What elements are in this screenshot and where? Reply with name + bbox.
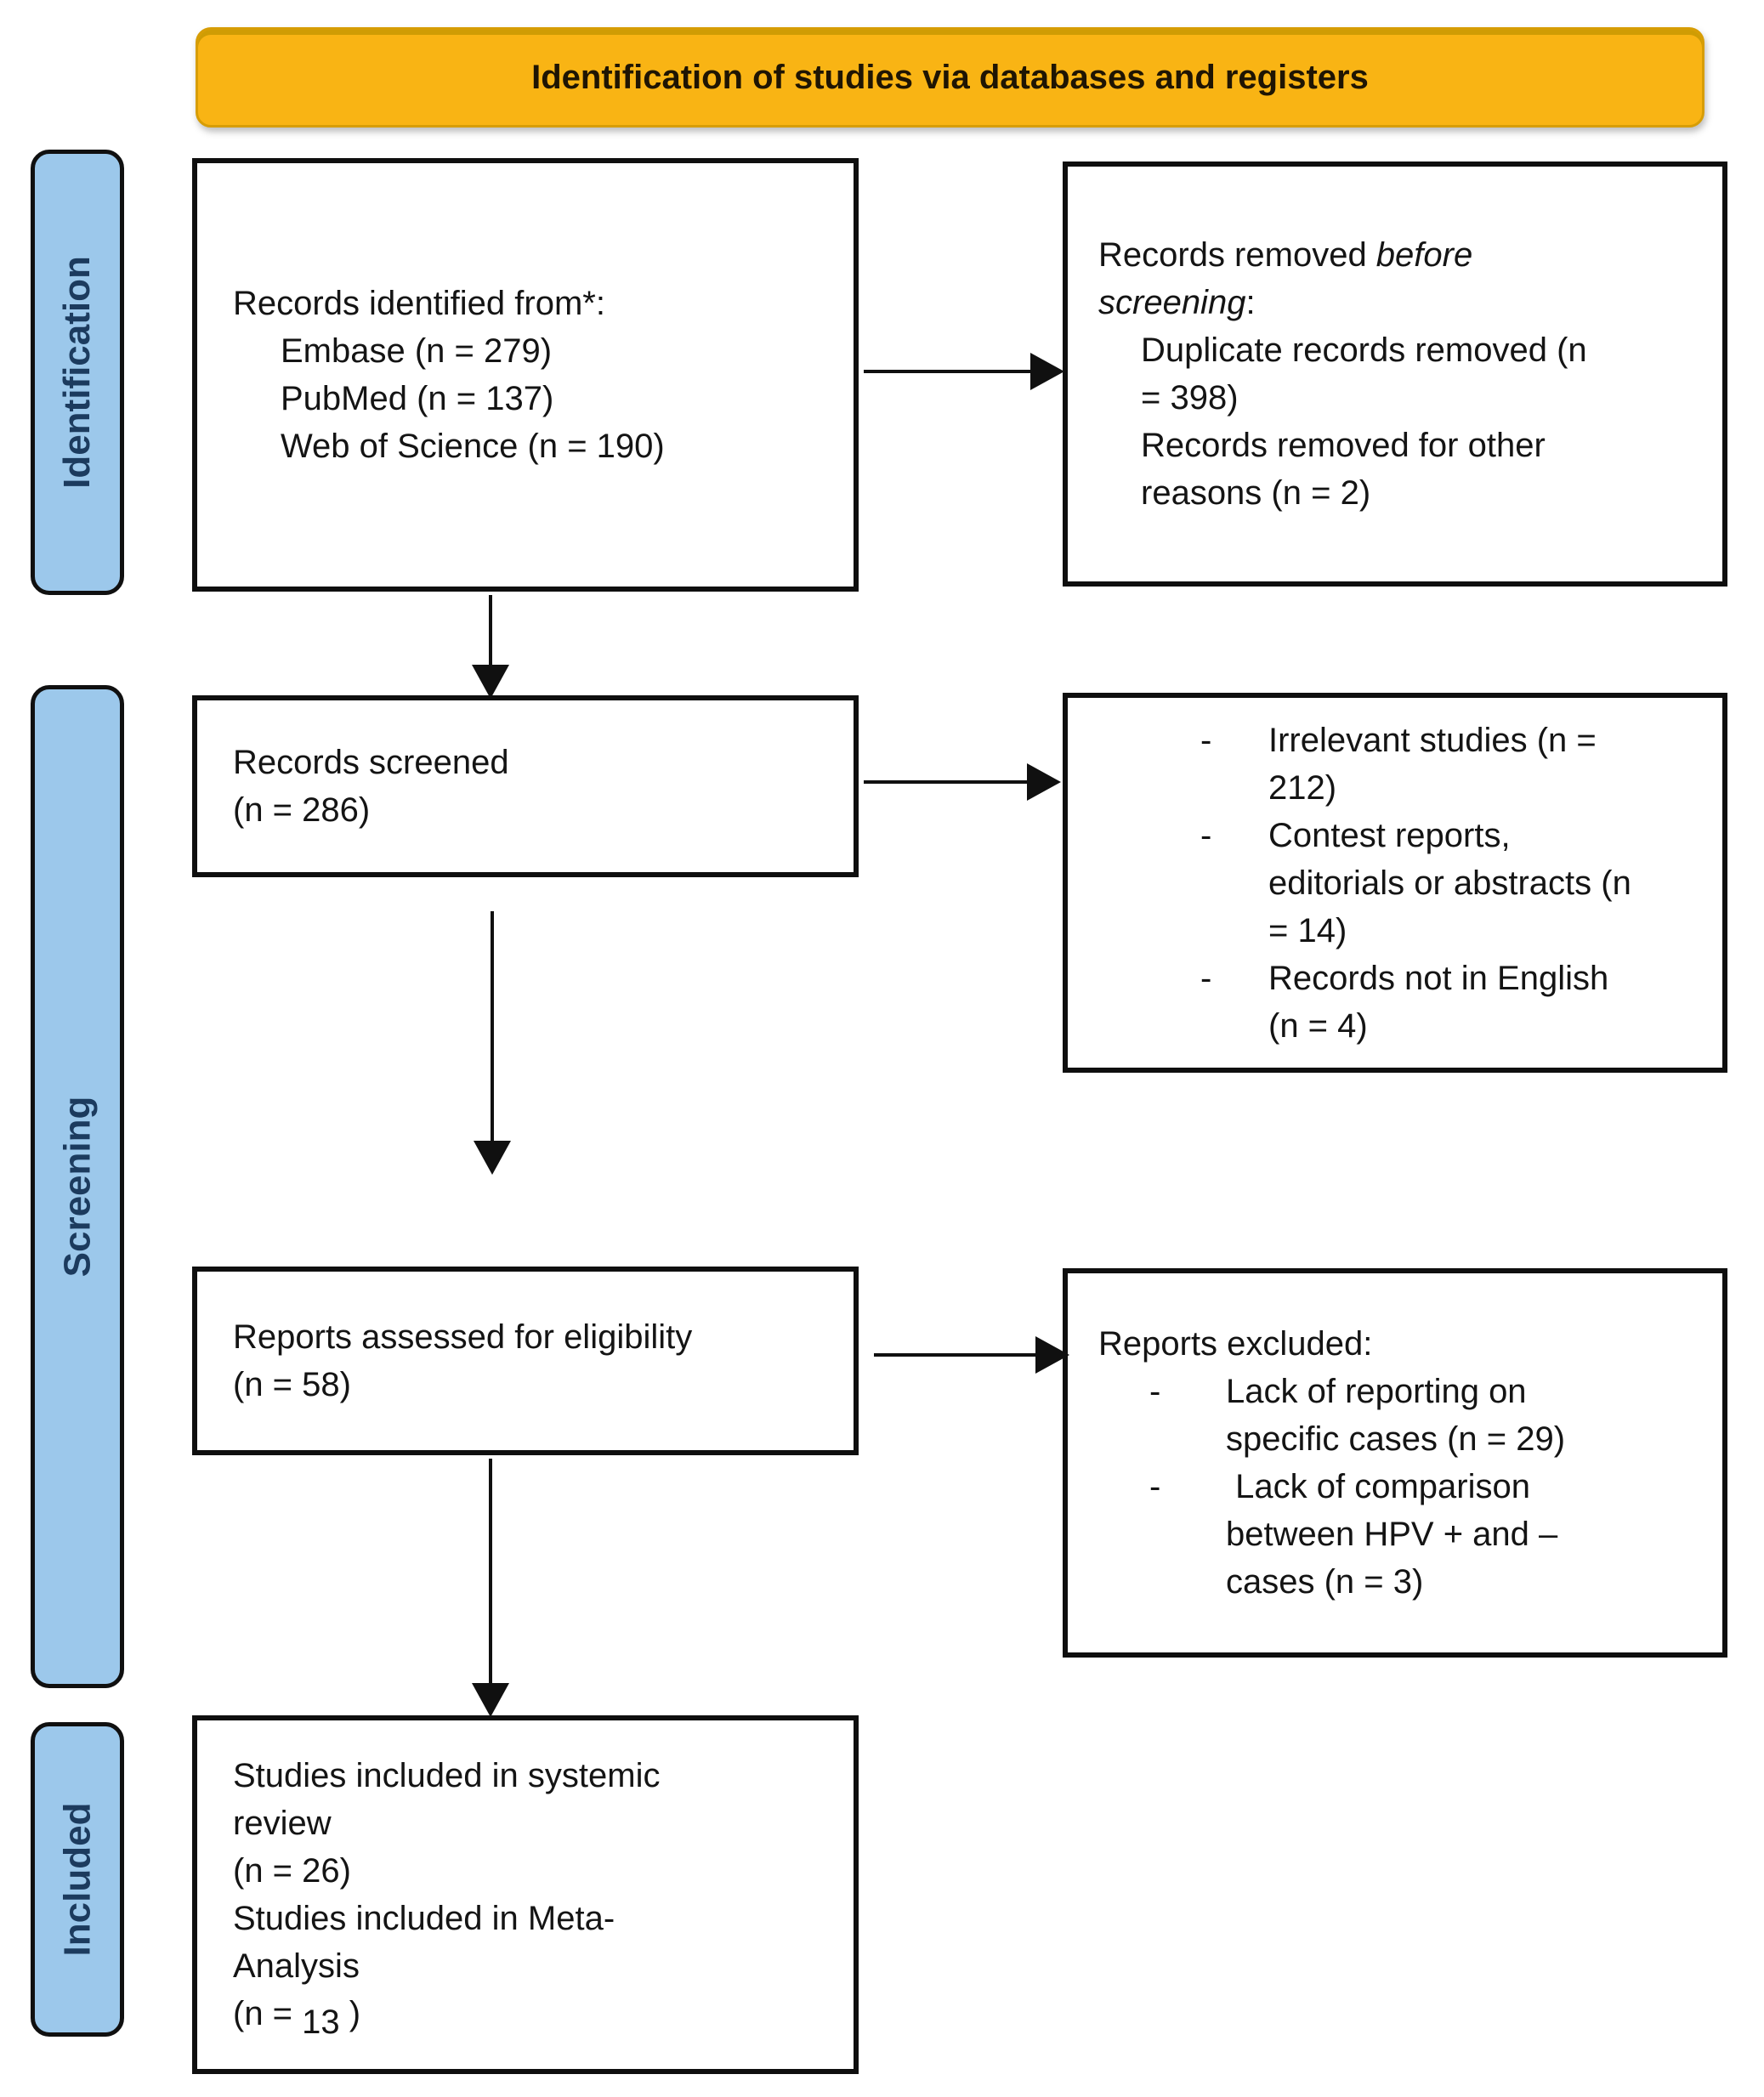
box-studies-included: Studies included in systemic review (n =… (192, 1715, 859, 2074)
records-screened-count: (n = 286) (233, 791, 371, 829)
bullet-dash: - (1149, 1468, 1161, 1505)
list-item: - Contest reports, editorials or abstrac… (1200, 812, 1709, 955)
box-reports-assessed: Reports assessed for eligibility (n = 58… (192, 1267, 859, 1455)
reports-excluded-title: Reports excluded: (1098, 1325, 1373, 1363)
screening-exclusions-list: - Irrelevant studies (n = 212) - Contest… (1200, 717, 1709, 1050)
arrow-identified-to-removed-line (864, 370, 1034, 373)
banner-title: Identification of studies via databases … (531, 59, 1369, 96)
box-records-identified: Records identified from*: Embase (n = 27… (192, 158, 859, 592)
records-screened-line1: Records screened (233, 744, 509, 781)
stage-label-identification: Identification (31, 150, 124, 595)
studies-included-meta-count: (n = 13 ) (233, 1990, 837, 2041)
records-identified-title: Records identified from*: (233, 285, 605, 322)
exclusion-contest-reports: Contest reports, editorials or abstracts… (1268, 816, 1641, 949)
stage-label-included: Included (31, 1722, 124, 2037)
studies-included-line2: review (233, 1805, 332, 1842)
arrow-assessed-to-included-head (472, 1683, 509, 1717)
bullet-dash: - (1200, 816, 1212, 854)
studies-included-line4: Studies included in Meta- (233, 1900, 615, 1937)
excluded-lack-of-comparison: Lack of comparison between HPV + and – c… (1226, 1468, 1568, 1601)
list-item: - Records not in English (n = 4) (1200, 955, 1709, 1050)
records-removed-title-prefix: Records removed (1098, 236, 1376, 274)
list-item: - Irrelevant studies (n = 212) (1200, 717, 1709, 812)
bullet-dash: - (1200, 721, 1212, 759)
list-item: - Lack of reporting on specific cases (n… (1149, 1368, 1709, 1463)
records-removed-title-italic: before screening (1098, 236, 1473, 321)
arrow-screened-to-excluded-head (1027, 763, 1061, 801)
stage-label-screening-text: Screening (56, 1096, 98, 1278)
studies-included-line1: Studies included in systemic (233, 1757, 661, 1794)
records-removed-item-duplicates: Duplicate records removed (n = 398) (1141, 332, 1587, 417)
stage-label-screening: Screening (31, 685, 124, 1688)
studies-included-review-count: (n = 26) (233, 1852, 351, 1890)
arrow-identified-to-screened-line (489, 595, 492, 666)
arrow-assessed-to-excluded-head (1035, 1336, 1069, 1374)
records-identified-item-embase: Embase (n = 279) (281, 332, 553, 370)
meta-count-value: 13 (302, 2003, 340, 2041)
bullet-dash: - (1149, 1373, 1161, 1410)
records-removed-title-suffix: : (1245, 284, 1256, 321)
excluded-lack-of-reporting: Lack of reporting on specific cases (n =… (1226, 1373, 1566, 1458)
arrow-screened-to-assessed-head (474, 1141, 511, 1175)
reports-excluded-list: - Lack of reporting on specific cases (n… (1149, 1368, 1709, 1606)
arrow-identified-to-removed-head (1030, 353, 1064, 390)
box-screening-exclusions: - Irrelevant studies (n = 212) - Contest… (1063, 693, 1727, 1073)
records-identified-item-pubmed: PubMed (n = 137) (281, 380, 554, 417)
studies-included-line5: Analysis (233, 1947, 360, 1985)
meta-count-prefix: (n = (233, 1995, 303, 2032)
list-item: - Lack of comparison between HPV + and –… (1149, 1463, 1709, 1606)
stage-label-included-text: Included (56, 1802, 98, 1957)
reports-assessed-count: (n = 58) (233, 1366, 351, 1403)
stage-label-identification-text: Identification (56, 256, 98, 489)
exclusion-irrelevant-studies: Irrelevant studies (n = 212) (1268, 721, 1606, 807)
records-removed-item-other-reasons: Records removed for other reasons (n = 2… (1141, 427, 1546, 512)
box-reports-excluded: Reports excluded: - Lack of reporting on… (1063, 1268, 1727, 1658)
records-identified-item-web-of-science: Web of Science (n = 190) (281, 428, 665, 465)
banner-identification-of-studies: Identification of studies via databases … (196, 27, 1704, 128)
box-records-removed-before-screening: Records removed before screening: Duplic… (1063, 162, 1727, 587)
arrow-identified-to-screened-head (472, 665, 509, 699)
bullet-dash: - (1200, 959, 1212, 997)
records-removed-title: Records removed before screening: (1098, 231, 1574, 326)
arrow-screened-to-excluded-line (864, 780, 1030, 784)
arrow-assessed-to-excluded-line (874, 1353, 1039, 1357)
arrow-assessed-to-included-line (489, 1459, 492, 1685)
meta-count-suffix: ) (349, 1995, 361, 2032)
reports-assessed-line1: Reports assessed for eligibility (233, 1318, 693, 1356)
exclusion-not-english: Records not in English (n = 4) (1268, 959, 1619, 1045)
arrow-screened-to-assessed-line (491, 911, 494, 1142)
box-records-screened: Records screened (n = 286) (192, 695, 859, 877)
